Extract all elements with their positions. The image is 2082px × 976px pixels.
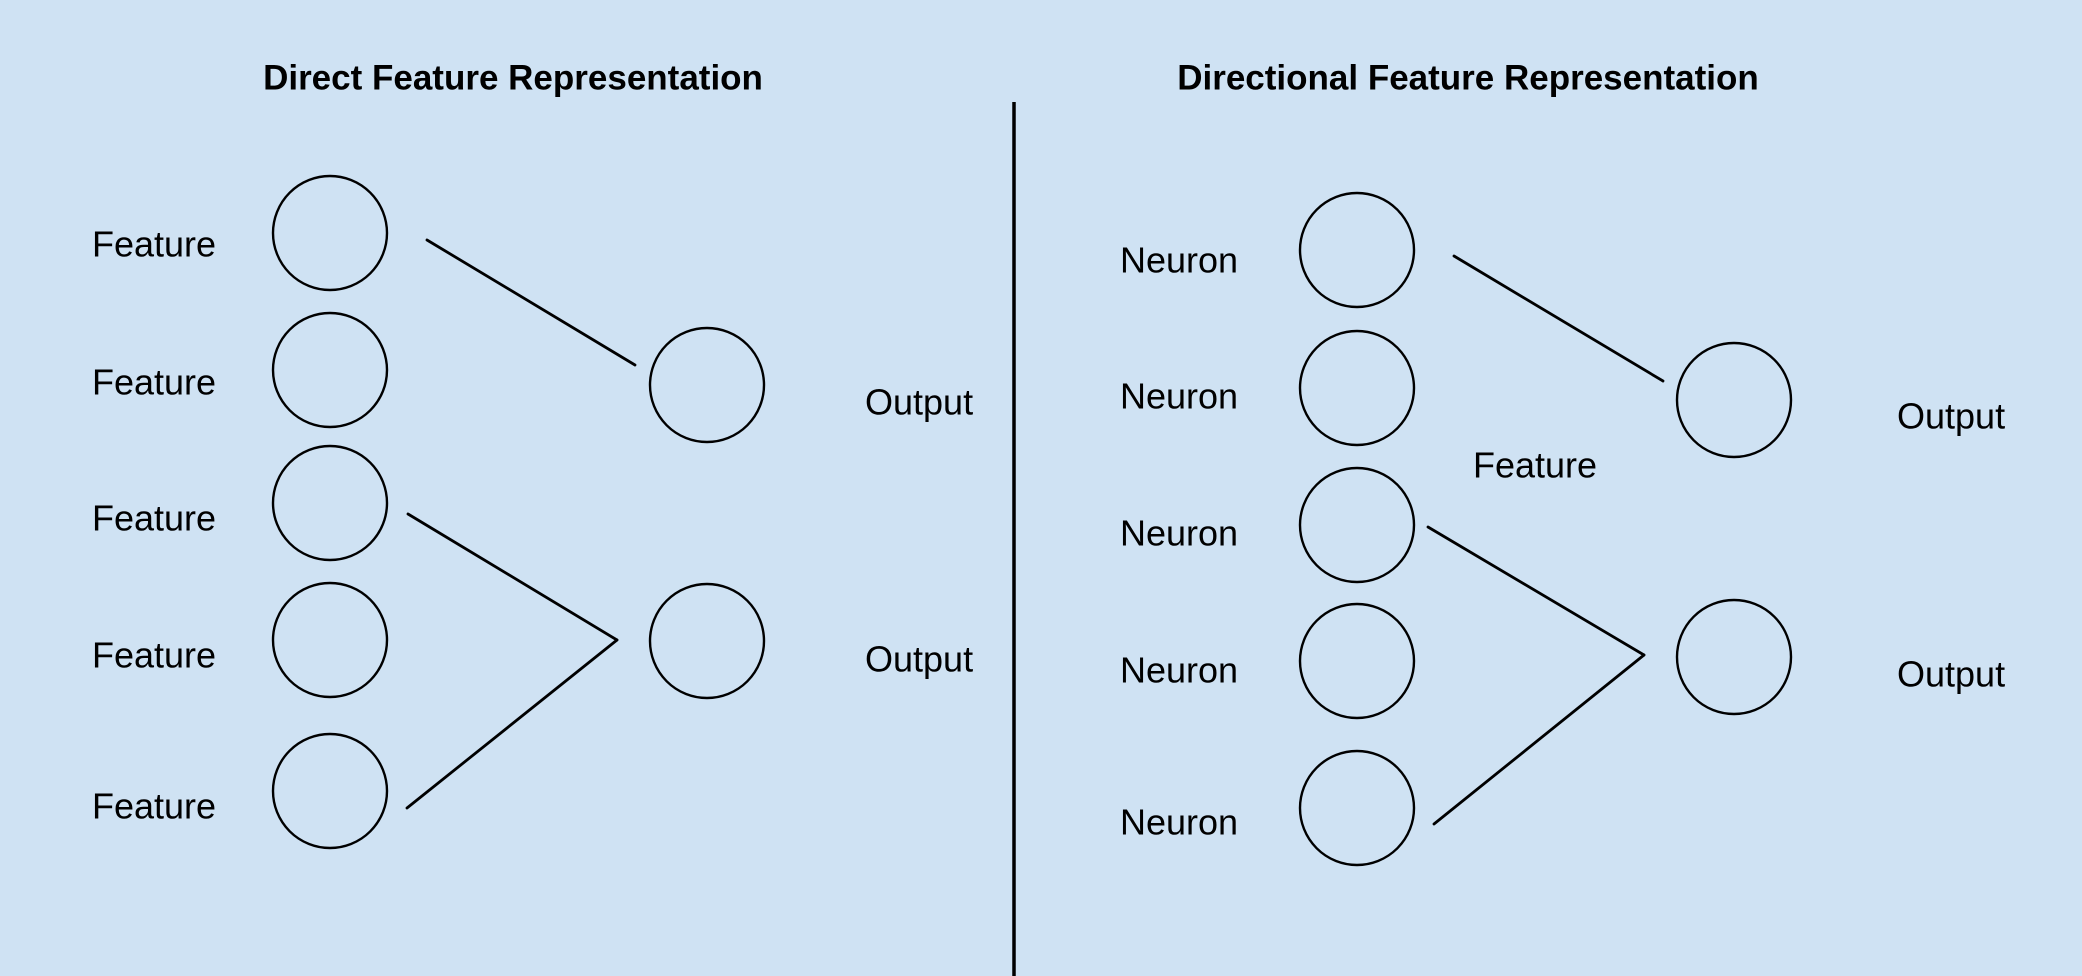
- feature-node-4: [271, 581, 389, 699]
- neuron-node-1: [1298, 191, 1416, 309]
- edge-feature5-to-output2: [405, 638, 619, 810]
- directional-output-node-2: [1675, 598, 1793, 716]
- neuron-node-5: [1298, 749, 1416, 867]
- feature-label-5: Feature: [92, 786, 216, 827]
- edge-feature1-to-output1: [425, 238, 637, 367]
- neuron-node-2: [1298, 329, 1416, 447]
- edge-neuron1-to-output1: [1452, 254, 1665, 383]
- directional-output-node-1: [1675, 341, 1793, 459]
- feature-node-3: [271, 444, 389, 562]
- edge-neuron3-to-output2: [1426, 525, 1646, 657]
- direct-panel-title: Direct Feature Representation: [263, 59, 763, 98]
- directional-output-label-2: Output: [1897, 654, 2005, 695]
- neuron-label-3: Neuron: [1120, 513, 1238, 554]
- panel-direct: Direct Feature RepresentationFeatureFeat…: [92, 59, 973, 850]
- feature-label-4: Feature: [92, 635, 216, 676]
- feature-node-5: [271, 732, 389, 850]
- neuron-node-3: [1298, 466, 1416, 584]
- direct-output-label-1: Output: [865, 382, 973, 423]
- neuron-label-4: Neuron: [1120, 650, 1238, 691]
- edge-neuron5-to-output2: [1432, 653, 1646, 826]
- panel-directional: Directional Feature RepresentationNeuron…: [1120, 59, 2005, 867]
- neuron-label-5: Neuron: [1120, 802, 1238, 843]
- neuron-node-4: [1298, 602, 1416, 720]
- edge-feature3-to-output2: [406, 512, 619, 642]
- directional-panel-title: Directional Feature Representation: [1177, 59, 1759, 98]
- feature-label-3: Feature: [92, 498, 216, 539]
- neuron-label-2: Neuron: [1120, 376, 1238, 417]
- feature-mid-label: Feature: [1473, 445, 1597, 486]
- feature-label-1: Feature: [92, 224, 216, 265]
- neuron-label-1: Neuron: [1120, 240, 1238, 281]
- directional-output-label-1: Output: [1897, 396, 2005, 437]
- direct-output-node-1: [648, 326, 766, 444]
- direct-output-label-2: Output: [865, 639, 973, 680]
- direct-output-node-2: [648, 582, 766, 700]
- feature-node-1: [271, 174, 389, 292]
- feature-label-2: Feature: [92, 362, 216, 403]
- feature-node-2: [271, 311, 389, 429]
